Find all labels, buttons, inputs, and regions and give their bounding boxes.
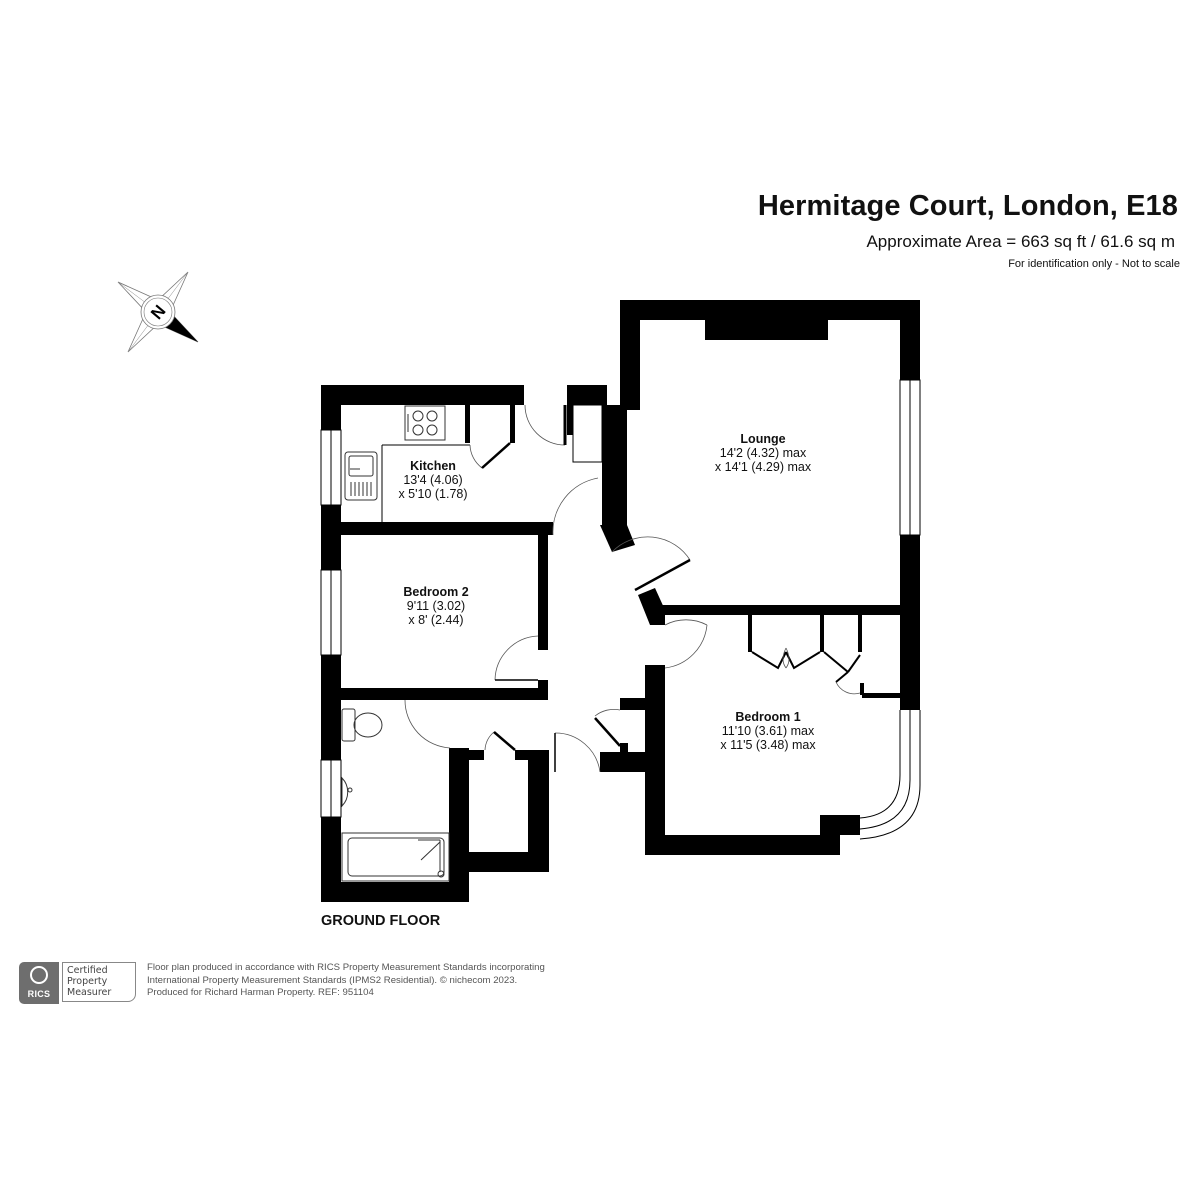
property-title: Hermitage Court, London, E18: [757, 190, 1178, 222]
room-kitchen: Kitchen 13'4 (4.06) x 5'10 (1.78): [398, 459, 467, 501]
floor-label: GROUND FLOOR: [321, 913, 441, 929]
badge-line: Certified: [67, 965, 108, 976]
room-dimension: x 11'5 (3.48) max: [720, 738, 816, 752]
room-bedroom-2: Bedroom 2 9'11 (3.02) x 8' (2.44): [403, 585, 468, 627]
scale-disclaimer: For identification only - Not to scale: [1008, 258, 1180, 270]
hob-icon: [404, 405, 446, 441]
basin-icon: [341, 776, 353, 808]
room-dimension: 13'4 (4.06): [403, 473, 463, 487]
rics-logo: RICS: [19, 962, 59, 1004]
room-name: Bedroom 1: [735, 710, 801, 724]
room-dimension: x 8' (2.44): [408, 613, 464, 627]
credits-line: Produced for Richard Harman Property. RE…: [147, 987, 374, 998]
toilet-icon: [341, 708, 383, 742]
badge-line: Measurer: [67, 987, 112, 998]
windows: [320, 379, 921, 840]
room-name: Lounge: [740, 432, 786, 446]
walls: [321, 300, 920, 902]
room-dimension: 9'11 (3.02): [406, 599, 466, 613]
rics-certified-badge: RICS Certified Property Measurer: [19, 962, 139, 1004]
room-dimension: 11'10 (3.61) max: [721, 724, 815, 738]
rics-lion-icon: [30, 966, 48, 984]
room-name: Bedroom 2: [403, 585, 469, 599]
room-dimension: x 14'1 (4.29) max: [714, 460, 812, 474]
door-swings: [404, 404, 861, 773]
room-lounge: Lounge 14'2 (4.32) max x 14'1 (4.29) max: [715, 432, 811, 474]
kitchen-sink-icon: [344, 451, 378, 501]
approximate-area: Approximate Area = 663 sq ft / 61.6 sq m: [866, 232, 1175, 251]
credits-text: Floor plan produced in accordance with R…: [147, 962, 545, 1000]
bath-icon: [341, 832, 450, 882]
room-dimension: 14'2 (4.32) max: [719, 446, 807, 460]
rics-org: RICS: [27, 989, 51, 999]
room-bedroom-1: Bedroom 1 11'10 (3.61) max x 11'5 (3.48)…: [720, 710, 815, 752]
badge-line: Property: [67, 976, 108, 987]
room-name: Kitchen: [410, 459, 456, 473]
compass-north-icon: N: [117, 271, 199, 353]
credits-line: Floor plan produced in accordance with R…: [147, 962, 545, 973]
room-dimension: x 5'10 (1.78): [398, 487, 468, 501]
rics-certification: Certified Property Measurer: [62, 962, 136, 1002]
credits-line: International Property Measurement Stand…: [147, 974, 518, 986]
